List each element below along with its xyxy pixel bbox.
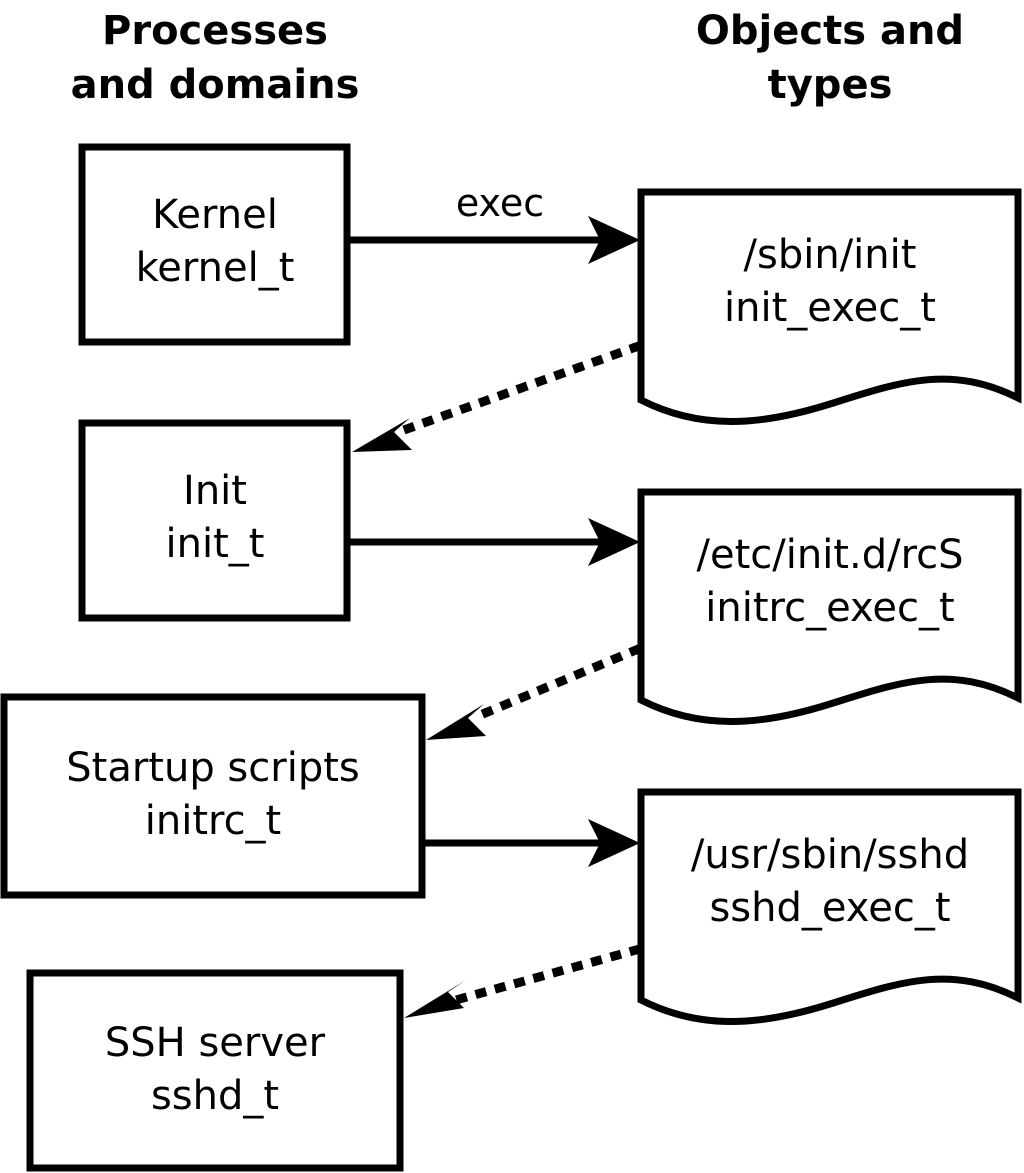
process-node-kernel-box[interactable] [78, 143, 351, 346]
edge-kernel-execs-init-exec: exec [350, 181, 640, 264]
object-node-sshd-exec-path: /usr/sbin/sshd [691, 832, 969, 878]
object-node-initrc-exec[interactable]: /etc/init.d/rcS initrc_exec_t [637, 488, 1022, 725]
edge-initrc-execs-sshd-exec [425, 819, 640, 867]
process-node-initrc[interactable]: Startup scripts initrc_t [0, 693, 426, 899]
column-header-processes-line1: Processes [102, 8, 328, 54]
object-node-init-exec-document-shape[interactable] [637, 188, 1022, 425]
edge-kernel-execs-init-exec-arrowhead [588, 216, 640, 264]
object-node-initrc-exec-path: /etc/init.d/rcS [696, 532, 963, 578]
process-node-kernel[interactable]: Kernel kernel_t [78, 143, 351, 346]
process-node-sshd-type: sshd_t [151, 1073, 279, 1119]
edge-init-exec-becomes-init-line [398, 341, 642, 436]
process-node-initrc-name: Startup scripts [66, 745, 359, 791]
column-header-objects-line1: Objects and [696, 8, 964, 54]
edge-initrc-exec-becomes-initrc-arrowhead [426, 704, 486, 740]
process-node-init[interactable]: Init init_t [78, 419, 351, 622]
column-header-objects: Objects and types [696, 8, 964, 108]
edge-label-exec: exec [456, 181, 544, 225]
edge-initrc-exec-becomes-initrc-line [472, 644, 642, 722]
object-node-init-exec-type: init_exec_t [724, 285, 936, 331]
edge-sshd-exec-becomes-sshd-line [450, 944, 642, 1006]
column-header-processes-line2: and domains [71, 62, 360, 108]
process-node-initrc-type: initrc_t [145, 798, 282, 844]
edge-init-exec-becomes-init-arrowhead [352, 418, 412, 452]
object-node-init-exec-path: /sbin/init [744, 232, 917, 278]
object-node-initrc-exec-type: initrc_exec_t [705, 585, 954, 631]
object-node-sshd-exec-document-shape[interactable] [637, 788, 1022, 1025]
edge-sshd-exec-becomes-sshd-arrowhead [404, 980, 466, 1018]
object-node-sshd-exec-type: sshd_exec_t [709, 885, 950, 931]
process-node-sshd[interactable]: SSH server sshd_t [26, 969, 404, 1172]
process-node-init-type: init_t [166, 521, 265, 567]
edge-init-execs-initrc-exec-arrowhead [588, 518, 640, 566]
edge-init-exec-becomes-init [352, 341, 642, 452]
process-node-init-box[interactable] [78, 419, 351, 622]
object-node-init-exec[interactable]: /sbin/init init_exec_t [637, 188, 1022, 425]
object-node-sshd-exec[interactable]: /usr/sbin/sshd sshd_exec_t [637, 788, 1022, 1025]
process-node-kernel-type: kernel_t [136, 245, 295, 291]
edge-sshd-exec-becomes-sshd [404, 944, 642, 1018]
object-node-initrc-exec-document-shape[interactable] [637, 488, 1022, 725]
edge-initrc-exec-becomes-initrc [426, 644, 642, 740]
column-header-objects-line2: types [768, 62, 893, 108]
edge-init-execs-initrc-exec [350, 518, 640, 566]
process-node-sshd-name: SSH server [105, 1020, 326, 1066]
edge-initrc-execs-sshd-exec-arrowhead [588, 819, 640, 867]
column-header-processes: Processes and domains [71, 8, 360, 108]
process-node-init-name: Init [183, 468, 247, 514]
process-node-initrc-box[interactable] [0, 693, 426, 899]
process-node-sshd-box[interactable] [26, 969, 404, 1172]
process-node-kernel-name: Kernel [152, 192, 278, 238]
